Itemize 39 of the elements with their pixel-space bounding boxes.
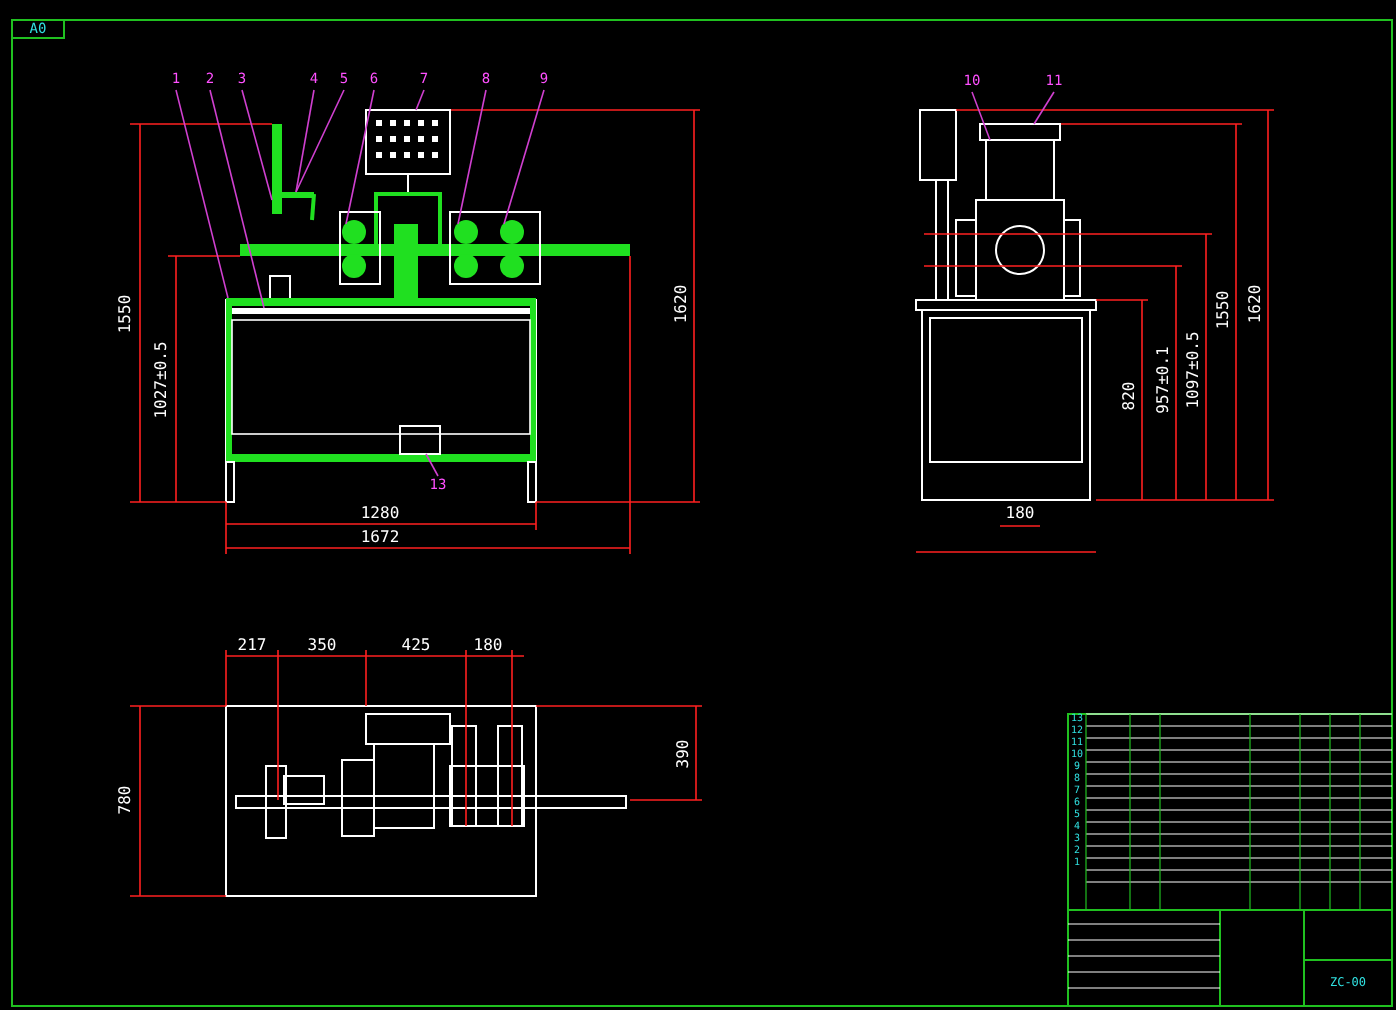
table-plate [232, 308, 530, 314]
dimension-value: 1672 [360, 530, 400, 546]
leader-line [345, 89, 375, 225]
leader-line [295, 89, 315, 193]
dimension-value: 1097±0.5 [1186, 331, 1202, 409]
leader-line [295, 89, 345, 193]
column-housing [985, 139, 1055, 201]
roller [454, 220, 478, 244]
dimension-value: 780 [118, 785, 134, 815]
dimension-value: 1550 [118, 294, 134, 334]
roller [500, 220, 524, 244]
dimension-value: 1620 [674, 284, 690, 324]
dimension-value: 1280 [360, 506, 400, 522]
dimension-value: 820 [1122, 381, 1138, 411]
top-cap [979, 123, 1061, 141]
leader-line [425, 453, 439, 477]
control-box [365, 109, 451, 175]
leader-line [971, 91, 991, 141]
leader-line [241, 89, 273, 201]
leader-line [175, 89, 229, 299]
dimension-value: 217 [237, 638, 267, 654]
dimension-value: 180 [1005, 506, 1035, 522]
leader-line [415, 89, 425, 111]
motor-box [399, 425, 441, 455]
frame-rail [226, 298, 536, 306]
roller [342, 220, 366, 244]
dimension-value: 1550 [1216, 290, 1232, 330]
dimension-value: 350 [307, 638, 337, 654]
arm-bar [282, 192, 314, 198]
leader-line [503, 89, 545, 225]
dimension-value: 425 [401, 638, 431, 654]
dimension-value: 1620 [1248, 284, 1264, 324]
dimension-value: 957±0.1 [1156, 346, 1172, 414]
leader-line [209, 89, 265, 309]
dimension-value: 390 [676, 739, 692, 769]
dimension-value: 180 [473, 638, 503, 654]
dimension-value: 1027±0.5 [154, 341, 170, 419]
leader-line [1033, 91, 1055, 125]
guide-rod [272, 124, 282, 214]
